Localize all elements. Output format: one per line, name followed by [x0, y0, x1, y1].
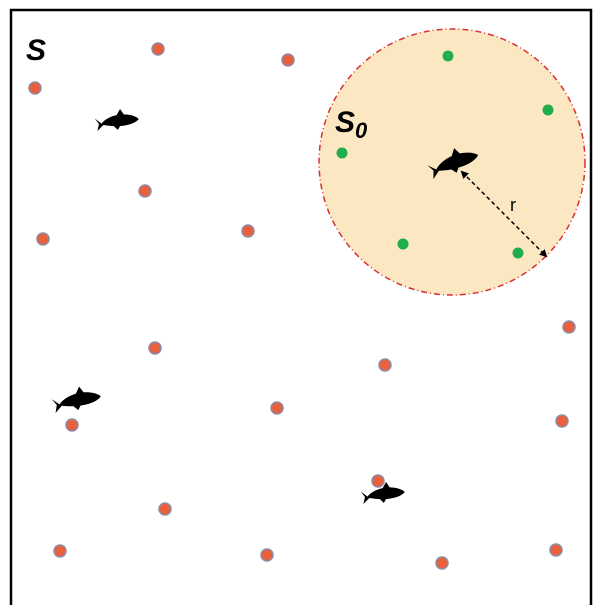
- red-point-icon: [562, 320, 576, 334]
- red-point-icon: [555, 414, 569, 428]
- red-point-icon: [36, 232, 50, 246]
- fish-icon: [93, 106, 140, 133]
- green-point-icon: [397, 238, 409, 250]
- outside-points: [28, 42, 576, 570]
- red-point-icon: [270, 401, 284, 415]
- green-point-icon: [512, 247, 524, 259]
- red-point-icon: [53, 544, 67, 558]
- green-point-icon: [442, 50, 454, 62]
- red-point-icon: [241, 224, 255, 238]
- red-point-icon: [260, 548, 274, 562]
- radius-label: r: [510, 195, 516, 215]
- red-point-icon: [371, 474, 385, 488]
- region-frame: [9, 8, 593, 610]
- region-label: S: [26, 34, 46, 67]
- red-point-icon: [65, 418, 79, 432]
- red-point-icon: [28, 81, 42, 95]
- radius-arrow: [460, 170, 548, 258]
- subregion-label-main: S: [335, 106, 355, 139]
- red-point-icon: [549, 543, 563, 557]
- red-point-icon: [151, 42, 165, 56]
- green-point-icon: [542, 104, 554, 116]
- red-point-icon: [378, 358, 392, 372]
- fish-icon: [50, 382, 103, 416]
- subregion-label-subscript: 0: [355, 118, 368, 143]
- red-point-icon: [158, 502, 172, 516]
- subregion-label: S0: [335, 106, 368, 143]
- red-point-icon: [435, 556, 449, 570]
- red-point-icon: [138, 184, 152, 198]
- red-point-icon: [281, 53, 295, 67]
- red-point-icon: [148, 341, 162, 355]
- green-point-icon: [336, 147, 348, 159]
